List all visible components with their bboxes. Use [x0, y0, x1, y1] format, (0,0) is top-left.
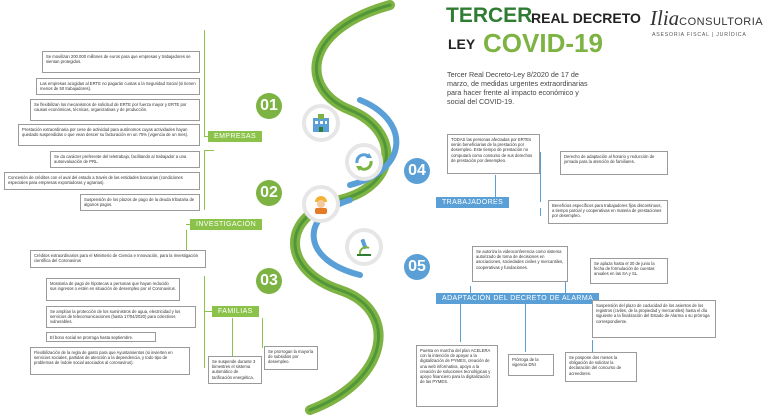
empresas-item: Se flexibilizan los mecanismos de solici… — [30, 99, 200, 121]
connector-line — [204, 150, 205, 210]
alarma-item: Se pospone dos meses la obligación de so… — [565, 352, 637, 382]
section-number-05: 05 — [404, 254, 430, 280]
alarma-item: Se autoriza la videoconferencia como sis… — [472, 246, 568, 282]
connector-line — [204, 150, 214, 151]
header-intro: Tercer Real Decreto-Ley 8/2020 de 17 de … — [447, 70, 588, 106]
trabajadores-item: Beneficios específicos para trabajadores… — [548, 200, 668, 224]
connector-line — [592, 340, 593, 352]
connector-line — [204, 311, 214, 312]
alarma-item: Puesta en marcha del plan ACELERA con la… — [416, 345, 498, 407]
section-number-04: 04 — [404, 158, 430, 184]
connector-line — [540, 152, 541, 202]
brand-tagline: ASESORIA FISCAL | JURÍDICA — [652, 32, 747, 38]
recycle-icon — [345, 143, 383, 181]
brand-logo: IliaCONSULTORIA — [650, 6, 763, 31]
header-covid: COVID-19 — [483, 28, 603, 58]
label-investigacion: INVESTIGACIÓN — [190, 219, 263, 230]
empresas-item: Se movilizan 200.000 millones de euros p… — [42, 51, 200, 73]
connector-line — [262, 318, 263, 348]
building-icon — [302, 104, 340, 142]
familias-item: El bono social se prorroga hasta septiem… — [46, 332, 156, 342]
label-empresas: EMPRESAS — [208, 131, 263, 142]
section-number-02: 02 — [256, 180, 282, 206]
empresas-item: Prestación extraordinaria por cese de ac… — [18, 124, 200, 146]
label-trabajadores: TRABAJADORES — [436, 197, 510, 208]
brand-name-main: Ilia — [650, 6, 680, 30]
familias-item: Se suspende durante 3 bimestres el siste… — [208, 356, 262, 384]
familias-item: Se prorrogan la mayoría de subsidios por… — [264, 346, 318, 370]
connector-line — [204, 276, 205, 368]
connector-line — [540, 208, 541, 216]
header-tercer: TERCER — [446, 4, 533, 27]
label-adaptacion: ADAPTACIÓN DEL DECRETO DE ALARMA — [436, 293, 600, 304]
empresas-item: Concesión de créditos con el aval del es… — [4, 172, 200, 190]
connector-line — [232, 318, 233, 358]
header-real-decreto: REAL DECRETO — [531, 10, 641, 26]
brand-name-sub: CONSULTORIA — [679, 16, 764, 28]
familias-item: Flexibilización de la regla de gasto par… — [30, 347, 190, 375]
connector-line — [186, 230, 187, 252]
trabajadores-item: Derecho de adaptación al horario y reduc… — [560, 151, 668, 175]
trabajadores-item: TODAS las personas afectadas por ERTEs s… — [447, 134, 540, 174]
alarma-item: Suspensión del plazo de caducidad de los… — [592, 300, 716, 338]
section-number-01: 01 — [256, 93, 282, 119]
section-number-03: 03 — [256, 268, 282, 294]
familias-item: Moratoria de pago de hipotecas a persona… — [46, 278, 180, 301]
connector-line — [525, 300, 526, 352]
empresas-item: Las empresas acogidas al ERTE no pagarán… — [36, 78, 200, 95]
alarma-item: Prórroga de la vigencia DNI — [508, 354, 554, 376]
familias-item: Se amplían la protección de los suminist… — [46, 306, 196, 328]
empresas-item: Suspensión de los plazos de pago de la d… — [80, 194, 200, 211]
worker-icon — [302, 185, 340, 223]
connector-line — [186, 224, 192, 225]
investigacion-item: Créditos extraordinarios para el Ministe… — [30, 250, 206, 268]
connector-line — [460, 300, 461, 342]
connector-line — [204, 136, 214, 137]
label-familias: FAMILIAS — [212, 306, 259, 317]
empresas-item: Se da carácter preferente del teletrabaj… — [50, 151, 200, 168]
connector-line — [204, 30, 205, 136]
connector-line — [495, 175, 496, 200]
microscope-icon — [345, 228, 383, 266]
alarma-item: Se aplaza hasta el 30 de junio la fecha … — [590, 258, 668, 284]
header-ley: LEY — [448, 36, 476, 52]
connector-line — [470, 286, 471, 294]
